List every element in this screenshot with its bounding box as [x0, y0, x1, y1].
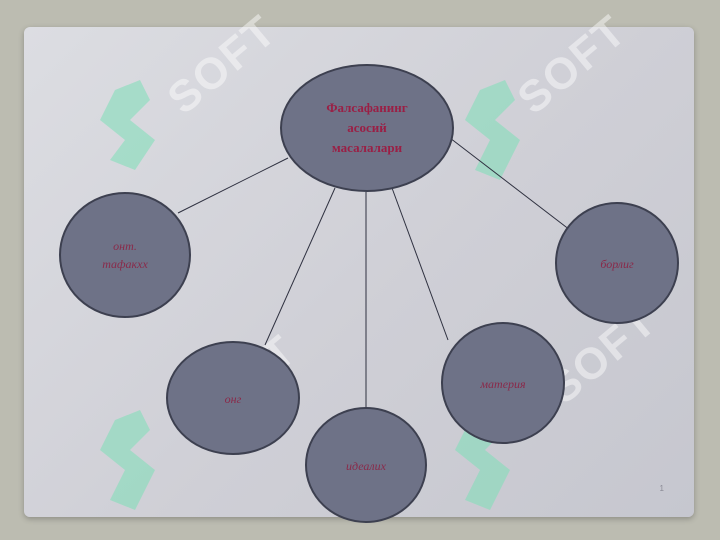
- watermark-logo: [95, 410, 165, 525]
- node-label-borliq: борлиг: [600, 257, 634, 271]
- node-label-materia: материя: [480, 377, 526, 391]
- connector-borliq: [449, 137, 571, 231]
- watermark-logo-icon: [100, 410, 155, 510]
- center-node-label: Фалсафанинг асосий масалалари: [326, 100, 408, 155]
- center-node: [280, 64, 454, 192]
- node-materia: [441, 322, 565, 444]
- node-borliq: [555, 202, 679, 324]
- watermark-logo: [460, 80, 530, 195]
- watermark-logo: [95, 80, 165, 175]
- node-label-ideal: идеалих: [346, 459, 386, 473]
- node-onto: [59, 192, 191, 318]
- node-label-onto: онт. тафакхх: [102, 239, 148, 271]
- node-ideal: [305, 407, 427, 523]
- watermark-logo-icon: [100, 80, 155, 170]
- node-ong: [166, 341, 300, 455]
- connector-ong: [264, 187, 336, 346]
- page-number: 1: [659, 484, 664, 493]
- watermark-logo-icon: [465, 80, 520, 180]
- connector-materia: [391, 187, 449, 341]
- connector-onto: [177, 157, 289, 214]
- node-label-ong: онг: [224, 392, 242, 406]
